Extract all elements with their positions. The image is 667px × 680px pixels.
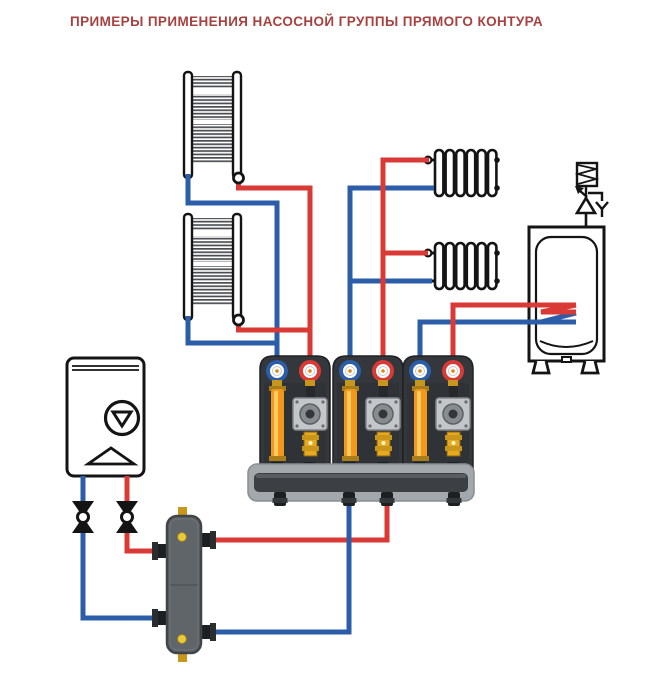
tank-foot-right (580, 360, 600, 375)
pump-group-3 (401, 354, 475, 482)
radiator-valve-icon (232, 313, 245, 327)
pipe-circuit2-supply (380, 157, 429, 360)
pump-group-2 (331, 354, 405, 482)
hydraulic-separator (152, 507, 216, 662)
dhw-tank (527, 161, 609, 375)
pipe-circuit1-supply (236, 181, 313, 360)
page-title: ПРИМЕРЫ ПРИМЕНЕНИЯ НАСОСНОЙ ГРУППЫ ПРЯМО… (70, 14, 543, 29)
pipe-manifold-return (207, 498, 352, 635)
boiler (65, 356, 146, 478)
section-radiator-1 (423, 148, 502, 198)
drain-funnel-icon (595, 201, 609, 217)
section-radiator-2 (423, 241, 502, 291)
radiator-valve-icon (232, 171, 245, 185)
pipe-circuit2-return (347, 185, 434, 360)
boiler-burner-icon (83, 446, 139, 466)
valve-arrow-icon (575, 186, 584, 194)
pipe-circuit3-supply (450, 302, 577, 360)
pump-group-1 (258, 354, 332, 482)
tank-foot-left (531, 360, 551, 375)
safety-group (574, 161, 609, 227)
sensor-well-icon (177, 532, 187, 542)
towel-radiator-1 (182, 70, 243, 180)
distribution-manifold (247, 463, 475, 506)
pipe-boiler-supply (124, 476, 161, 554)
supply-pipes (124, 157, 577, 554)
safety-valve-icon (574, 195, 598, 215)
towel-radiator-2 (182, 212, 243, 322)
manifold-stub (272, 492, 462, 506)
pipe-boiler-return (80, 476, 161, 621)
pipe-manifold-supply (207, 498, 390, 543)
pipe-circuit1-return (185, 174, 280, 360)
sensor-well-icon (177, 634, 187, 644)
return-pipes (80, 174, 577, 621)
shutoff-device-icon (574, 161, 600, 188)
air-vent-icon (178, 507, 187, 518)
drain-fitting-icon (178, 651, 187, 662)
boiler-pump-icon (103, 399, 141, 437)
boiler-return-valve-icon (70, 499, 96, 535)
boiler-supply-valve-icon (114, 499, 140, 535)
